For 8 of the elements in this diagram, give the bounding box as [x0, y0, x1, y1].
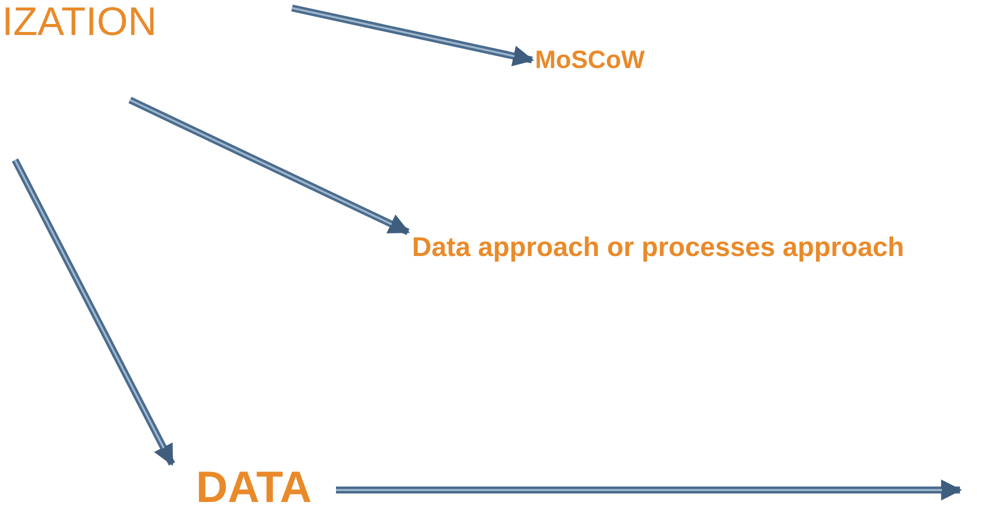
node-label: DATA: [196, 466, 312, 510]
arrow: [128, 96, 410, 236]
arrow: [12, 158, 176, 466]
node-label: MoSCoW: [535, 48, 645, 73]
node-label: Data approach or processes approach: [412, 234, 904, 261]
arrow: [291, 4, 534, 66]
heading-text: IZATION: [2, 2, 157, 42]
arrow: [336, 480, 962, 500]
